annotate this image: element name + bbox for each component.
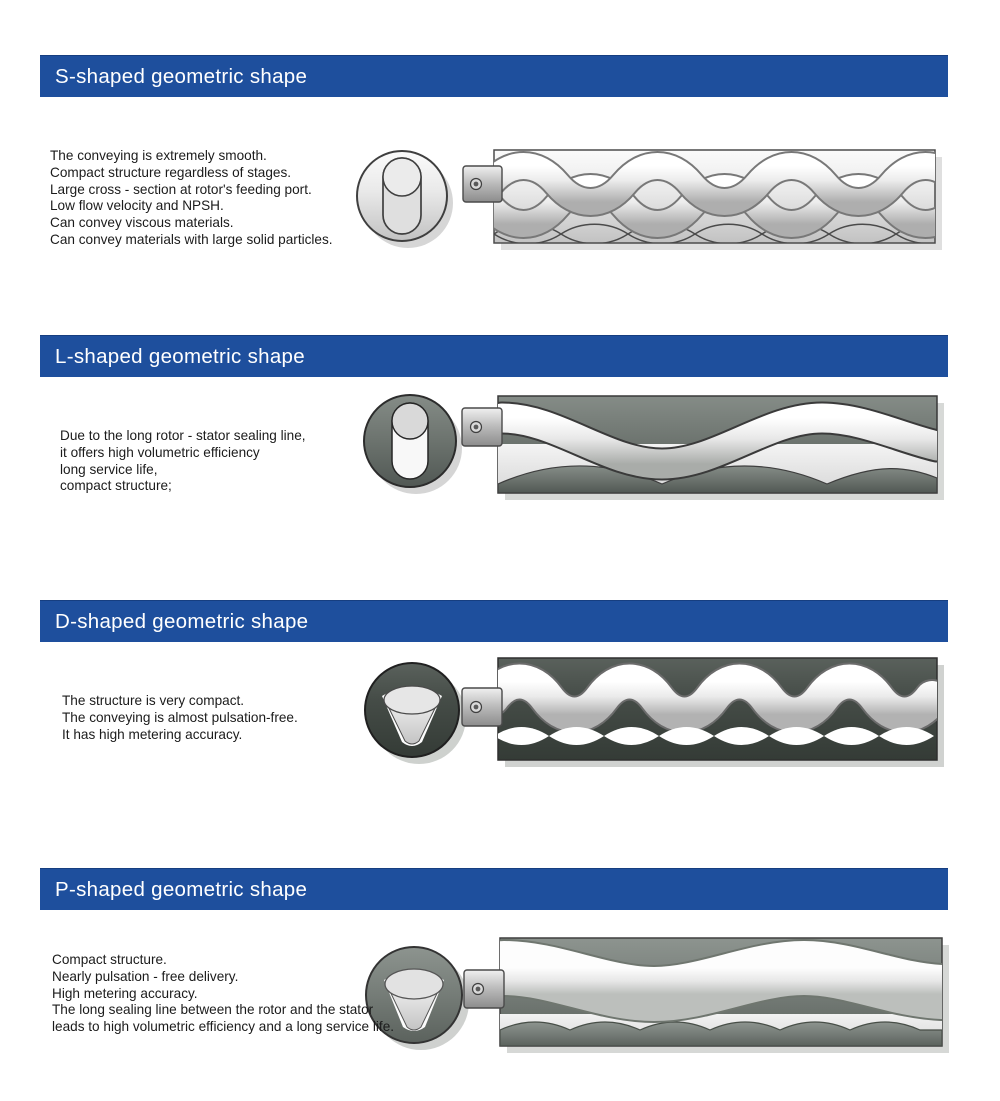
stator-inner-profile: [500, 1021, 942, 1046]
rotor-helix: [500, 940, 942, 1022]
description-line: Large cross - section at rotor's feeding…: [50, 181, 312, 197]
section-banner: P-shaped geometric shape: [40, 868, 948, 910]
description-line: The structure is very compact.: [62, 693, 245, 708]
stator-cavity-line: [494, 223, 935, 243]
p-shape-assembly: [463, 937, 949, 1053]
description-line: Low flow velocity and NPSH.: [50, 198, 224, 214]
description-line: Due to the long rotor - stator sealing l…: [60, 428, 306, 443]
l-shape-assembly: [461, 395, 944, 500]
drive-shaft-icon: [461, 407, 503, 447]
section-title: D-shaped geometric shape: [55, 609, 309, 633]
section-description: The structure is very compact. The conve…: [62, 693, 298, 743]
rotor-end-face: [384, 968, 444, 1000]
rotor-end-face: [382, 157, 422, 197]
description-line: Can convey viscous materials.: [50, 215, 234, 231]
s-shape-rotor-stator-icon: [356, 149, 942, 250]
description-line: The conveying is almost pulsation-free.: [62, 709, 298, 725]
section-banner: L-shaped geometric shape: [40, 335, 948, 377]
description-line: Compact structure regardless of stages.: [50, 164, 292, 180]
stator-cavity-line: [494, 223, 935, 243]
description-line: long service life,: [60, 461, 158, 477]
d-shape-cross-section-icon: [364, 662, 466, 764]
rotor-end-face: [391, 402, 429, 440]
d-shape-rotor-stator-icon: [364, 657, 944, 767]
d-shape-assembly: [461, 657, 944, 767]
description-line: Compact structure.: [52, 952, 167, 967]
section-title: L-shaped geometric shape: [55, 344, 305, 368]
stator-inner-profile: [498, 465, 937, 493]
section-description: Compact structure. Nearly pulsation - fr…: [52, 952, 394, 1036]
l-shape-cross-section-icon: [363, 394, 462, 494]
description-line: The conveying is extremely smooth.: [50, 148, 267, 163]
drive-shaft-icon: [462, 165, 503, 203]
p-shape-cross-section-icon: [365, 946, 469, 1050]
section-title: S-shaped geometric shape: [55, 64, 308, 88]
s-shape-assembly: [462, 149, 942, 250]
section-banner: D-shaped geometric shape: [40, 600, 948, 642]
rotor-helix: [498, 664, 937, 732]
stator-cavity-diamonds: [498, 727, 934, 745]
description-line: leads to high volumetric efficiency and …: [52, 1019, 395, 1035]
drive-shaft-icon: [461, 687, 503, 727]
rotor-end-face: [383, 685, 441, 715]
description-line: It has high metering accuracy.: [62, 726, 243, 742]
section-description: The conveying is extremely smooth. Compa…: [50, 148, 333, 249]
section-title: P-shaped geometric shape: [55, 877, 308, 901]
section-description: Due to the long rotor - stator sealing l…: [60, 428, 306, 495]
description-line: it offers high volumetric efficiency: [60, 444, 260, 460]
description-line: High metering accuracy.: [52, 985, 198, 1001]
rotor-helix: [494, 153, 935, 215]
description-line: Nearly pulsation - free delivery.: [52, 968, 239, 984]
s-shape-cross-section-icon: [356, 150, 453, 248]
drive-shaft-icon: [463, 969, 505, 1009]
l-shape-rotor-stator-icon: [363, 394, 944, 500]
section-banner: S-shaped geometric shape: [40, 55, 948, 97]
description-line: The long sealing line between the rotor …: [52, 1002, 374, 1018]
rotor-helix: [498, 403, 937, 479]
p-shape-rotor-stator-icon: [365, 937, 949, 1053]
description-line: compact structure;: [60, 478, 172, 494]
description-line: Can convey materials with large solid pa…: [50, 231, 333, 247]
